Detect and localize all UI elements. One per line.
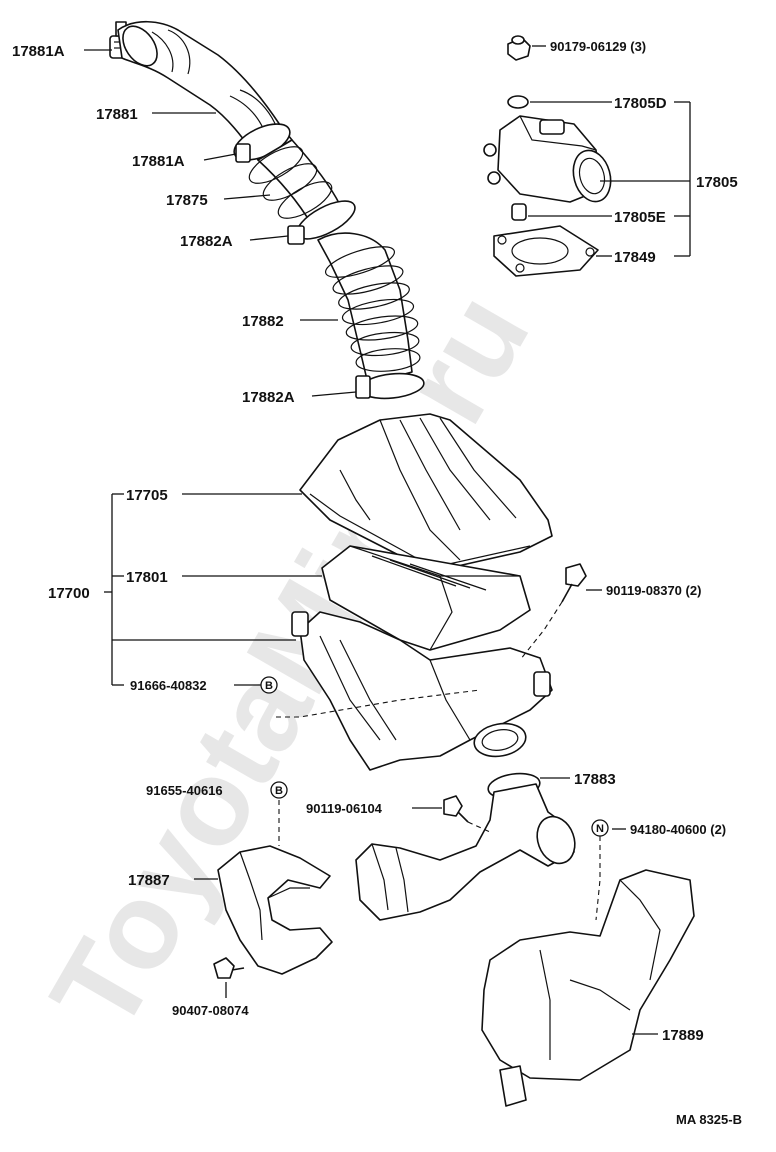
sleeve-17805e	[511, 203, 527, 221]
svg-text:N: N	[596, 823, 604, 835]
label-94180-40600: 94180-40600 (2)	[630, 822, 726, 837]
nut-90179	[507, 35, 531, 61]
svg-text:B: B	[275, 785, 283, 797]
label-17875: 17875	[166, 192, 208, 209]
throttle-body-17805	[483, 115, 612, 203]
clamp-17882a-top	[287, 200, 356, 245]
label-17881: 17881	[96, 106, 138, 123]
throttle-body-group	[483, 35, 612, 277]
gasket-17849	[493, 225, 599, 277]
label-17849: 17849	[614, 249, 656, 266]
label-17883: 17883	[574, 771, 616, 788]
air-filter-element-17801	[321, 545, 531, 651]
label-17801: 17801	[126, 569, 168, 586]
label-17805: 17805	[696, 174, 738, 191]
air-cleaner-case	[291, 611, 553, 771]
ref-marker-b-lower: B	[270, 781, 288, 799]
duct-17883	[355, 772, 576, 921]
svg-text:B: B	[265, 680, 273, 692]
bracket-17887	[217, 845, 333, 975]
dash-91666	[276, 689, 481, 718]
resonator-17889	[481, 869, 695, 1107]
bolt-90119-08370	[561, 563, 587, 603]
intake-hose-assembly	[109, 20, 425, 400]
label-90407-08074: 90407-08074	[172, 1003, 249, 1018]
clamp-17882a-low	[355, 372, 425, 400]
label-91666-40832: 91666-40832	[130, 678, 207, 693]
bolt-90119-06104	[443, 795, 469, 823]
grommet-17805d	[507, 95, 529, 109]
label-90119-06104: 90119-06104	[306, 801, 383, 816]
label-17881a-mid: 17881A	[132, 153, 185, 170]
label-17889: 17889	[662, 1027, 704, 1044]
label-17805e: 17805E	[614, 209, 666, 226]
leader-lines	[84, 45, 691, 1035]
clip-90407	[213, 957, 245, 979]
dash-94180	[595, 836, 601, 921]
label-90119-08370: 90119-08370 (2)	[606, 583, 701, 598]
dash-90119-06104	[467, 821, 491, 833]
ref-marker-n: N	[591, 819, 609, 837]
label-17887: 17887	[128, 872, 170, 889]
dash-90119-08370	[519, 601, 563, 661]
label-17705: 17705	[126, 487, 168, 504]
label-17805d: 17805D	[614, 95, 667, 112]
ref-marker-b-upper: B	[260, 676, 278, 694]
clamp-17881a-mid	[233, 123, 291, 163]
label-17881a-top: 17881A	[12, 43, 65, 60]
label-17700: 17700	[48, 585, 90, 602]
label-17882a-top: 17882A	[180, 233, 233, 250]
label-90179-06129: 90179-06129 (3)	[550, 39, 646, 54]
figure-code: MA 8325-B	[676, 1112, 742, 1127]
label-17882a-low: 17882A	[242, 389, 295, 406]
label-91655-40616: 91655-40616	[146, 783, 223, 798]
label-17882: 17882	[242, 313, 284, 330]
hose-17882	[317, 232, 421, 385]
